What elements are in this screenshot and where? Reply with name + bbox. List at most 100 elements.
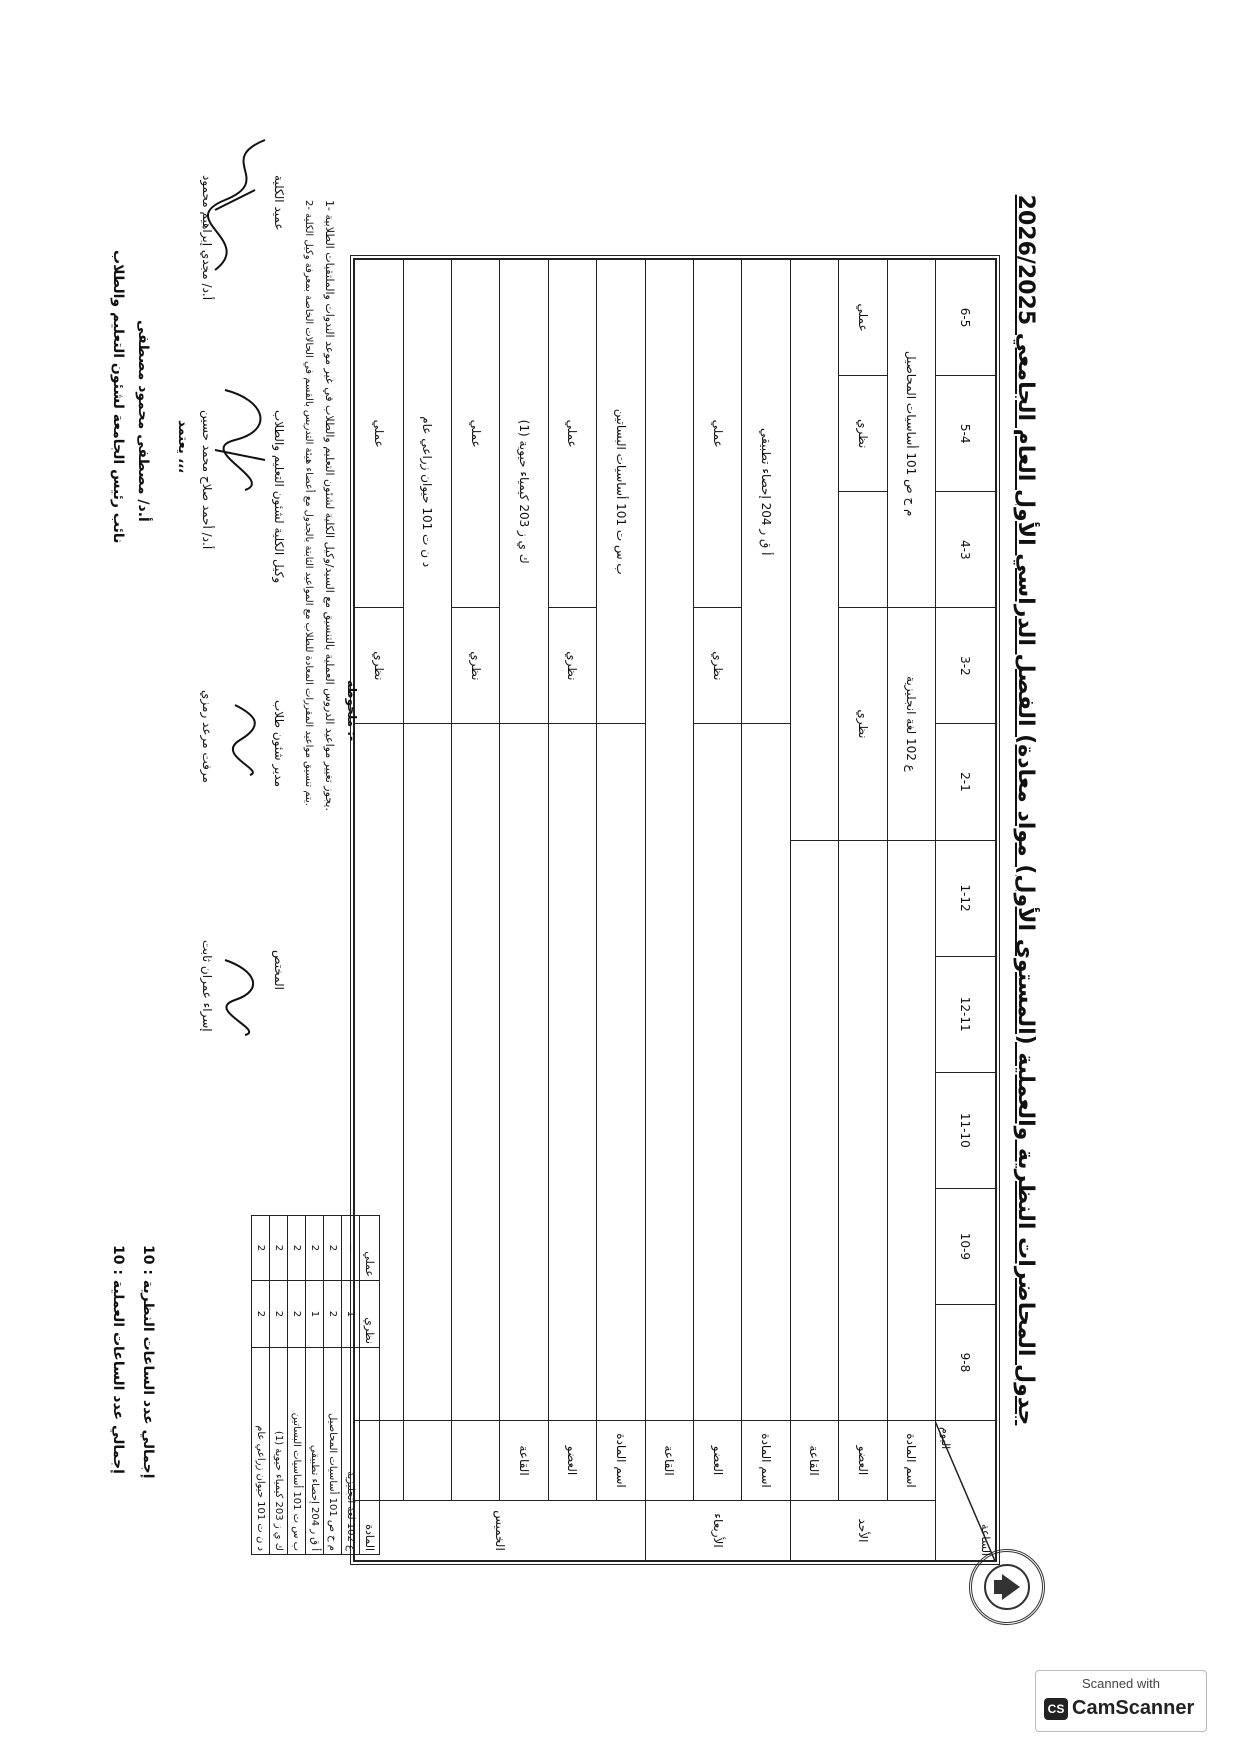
hour-header: 3-2 (935, 607, 996, 724)
empty-cell (790, 840, 839, 1421)
camscanner-label: CamScanner (1072, 1697, 1195, 1719)
row-label-subject: اسم المادة (741, 1420, 791, 1501)
summary-header: نظري (359, 1280, 380, 1348)
empty-cell (451, 723, 500, 1421)
note-1: 1- يجوز تغيير مواعيد الدروس العملية بالت… (323, 200, 336, 811)
vice-dean-signature (214, 389, 266, 491)
empty-cell (838, 491, 888, 608)
hour-header: 9-8 (935, 1304, 996, 1421)
summary-header: عملي (359, 1215, 380, 1281)
empty-cell (499, 723, 549, 1421)
hour-header: 2-1 (935, 723, 996, 841)
director-name: مرفت مرعد رمزي (200, 690, 214, 783)
footer-region: المادة نظري عملي ع 102 لغة انجليزية 1 — … (30, 1215, 390, 1670)
summary-cell: 2 (269, 1280, 288, 1348)
specialist-title: المختص (272, 950, 286, 990)
summary-cell: 2 (269, 1215, 288, 1281)
row-label-spacer (451, 1420, 500, 1501)
row-label-member: العضو (548, 1420, 597, 1501)
empty-cell (403, 723, 452, 1421)
sunday-type: نظري (838, 607, 888, 841)
corner-cell: الساعة اليوم (935, 1420, 996, 1561)
director-title: مدير شئون طلاب (272, 700, 286, 788)
hour-header: 11-10 (935, 1072, 996, 1189)
hour-header: 10-9 (935, 1188, 996, 1305)
summary-cell: ب س ت 101 أساسيات البساتين (287, 1347, 306, 1555)
hour-header: 1-12 (935, 840, 996, 957)
dean-title: عميد الكلية (272, 175, 286, 231)
day-sunday: الأحد (790, 1500, 936, 1561)
summary-header: المادة (359, 1347, 380, 1555)
thursday-subject-biochem: ك ي ز 203 كيمياء حيوية (1) (499, 259, 549, 724)
thursday-type: عملي (548, 259, 597, 608)
scanned-with-label: Scanned with (1081, 1676, 1161, 1691)
corner-diagonal (935, 1421, 995, 1561)
camscanner-logo-icon: CS (1044, 1698, 1068, 1720)
row-label-member: العضو (838, 1420, 888, 1501)
empty-cell (693, 723, 742, 1421)
empty-cell (596, 723, 646, 1421)
empty-cell (645, 259, 694, 1421)
approve-label: يعتمد ،،، (175, 420, 190, 474)
wednesday-subject-stats: أ ق ر 204 إحصاء تطبيقي (741, 259, 791, 724)
vp-title: نائب رئيس الجامعة لشئون التعليم والطلاب (110, 250, 126, 544)
thursday-type: نظري (354, 607, 404, 724)
vp-name: أ.د/ مصطفى محمود مصطفى (135, 320, 151, 522)
timetable-sheet: جدول المحاضرات النظرية والعملية (المستوى… (345, 95, 1045, 1625)
thursday-type: نظري (451, 607, 500, 724)
summary-cell: 2 (287, 1280, 306, 1348)
specialist-signature (224, 959, 255, 1036)
empty-cell (887, 840, 936, 1421)
thursday-subject-horticulture: ب س ت 101 أساسيات البساتين (596, 259, 646, 724)
total-theory: إجمالي عدد الساعات النظرية : 10 (140, 1245, 156, 1479)
empty-cell (838, 840, 888, 1421)
summary-cell: 1 (305, 1280, 324, 1348)
summary-cell: د ن ت 101 حيوان زراعي عام (251, 1347, 270, 1555)
hour-header: 12-11 (935, 956, 996, 1073)
wednesday-type: عملي (693, 259, 742, 608)
hour-header: 6-5 (935, 259, 996, 376)
empty-cell (790, 259, 839, 841)
summary-cell: 2 (287, 1215, 306, 1281)
summary-cell: 2 (251, 1280, 270, 1348)
hour-header: 5-4 (935, 375, 996, 492)
dean-name: أ.د/ مجدي إبراهيم محمود (200, 175, 214, 301)
summary-cell: 2 (323, 1215, 342, 1281)
summary-table: المادة نظري عملي ع 102 لغة انجليزية 1 — … (251, 1215, 380, 1555)
sunday-subject-crops: م ح ص 101 أساسيات المحاصيل (887, 259, 936, 608)
day-thursday: الخميس (354, 1500, 646, 1561)
university-logo (969, 1549, 1045, 1625)
hour-header: 4-3 (935, 491, 996, 608)
dean-signature (207, 139, 266, 271)
timetable: الساعة اليوم 9-8 10-9 11-10 12-11 1-12 2… (350, 255, 1000, 1565)
empty-cell (548, 723, 597, 1421)
sunday-type: نظري (838, 375, 888, 492)
row-label-spacer (403, 1420, 452, 1501)
row-label-member: العضو (693, 1420, 742, 1501)
thursday-subject-animal: د ن ت 101 حيوان زراعي عام (403, 259, 452, 724)
summary-cell: 2 (305, 1215, 324, 1281)
thursday-type: نظري (548, 607, 597, 724)
emblem-icon (984, 1564, 1030, 1610)
thursday-type: عملي (451, 259, 500, 608)
sunday-subject-english: ع 102 لغة انجليزية (887, 607, 936, 841)
note-2: 2- يتم تنسيق مواعيد المقررات المعادة للط… (303, 200, 314, 806)
summary-cell: 2 (323, 1280, 342, 1348)
page-title: جدول المحاضرات النظرية والعملية (المستوى… (1013, 194, 1038, 1426)
vice-dean-name: أ.د/ أحمد صلاح محمد حسين (200, 410, 214, 550)
total-practical: إجمالي عدد الساعات العملية : 10 (110, 1245, 126, 1474)
summary-cell: 2 (251, 1215, 270, 1281)
vice-dean-title: وكيل الكلية لشئون التعليم والطلاب (272, 410, 286, 584)
row-label-hall: القاعة (645, 1420, 694, 1501)
specialist-name: إسراء عمران ثابت (200, 940, 214, 1032)
summary-cell: أ ق ر 204 إحصاء تطبيقي (305, 1347, 324, 1555)
notes-heading: ملحوظة :- (345, 680, 359, 742)
thursday-type: عملي (354, 259, 404, 608)
row-label-subject: اسم المادة (596, 1420, 646, 1501)
wednesday-type: نظري (693, 607, 742, 724)
camscanner-watermark: Scanned with CS CamScanner (1035, 1670, 1207, 1732)
director-signature (231, 704, 256, 776)
row-label-hall: القاعة (499, 1420, 549, 1501)
sunday-type: عملي (838, 259, 888, 376)
empty-cell (741, 723, 791, 1421)
